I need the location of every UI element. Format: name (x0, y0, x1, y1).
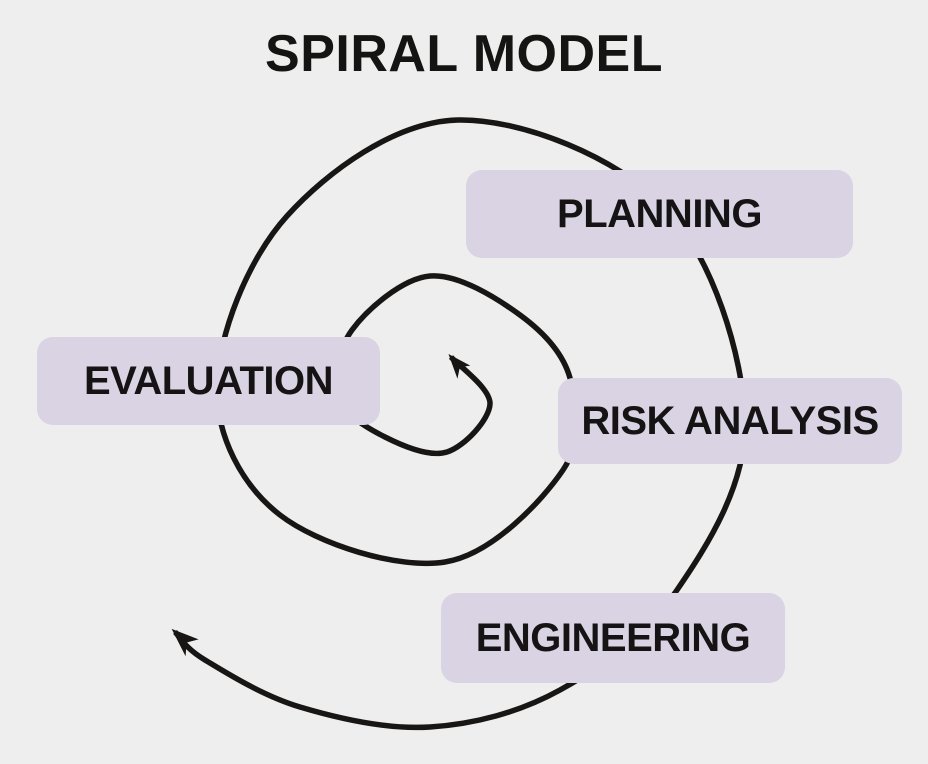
phase-label: RISK ANALYSIS (581, 398, 879, 443)
phase-label: PLANNING (557, 191, 762, 236)
phase-box-evaluation: EVALUATION (37, 337, 380, 425)
phase-label: EVALUATION (83, 358, 334, 403)
phase-box-planning: PLANNING (466, 170, 853, 258)
phase-box-risk-analysis: RISK ANALYSIS (558, 378, 902, 464)
phase-box-engineering: ENGINEERING (441, 593, 785, 683)
page-title: SPIRAL MODEL (265, 25, 663, 83)
phase-label: ENGINEERING (475, 615, 751, 660)
